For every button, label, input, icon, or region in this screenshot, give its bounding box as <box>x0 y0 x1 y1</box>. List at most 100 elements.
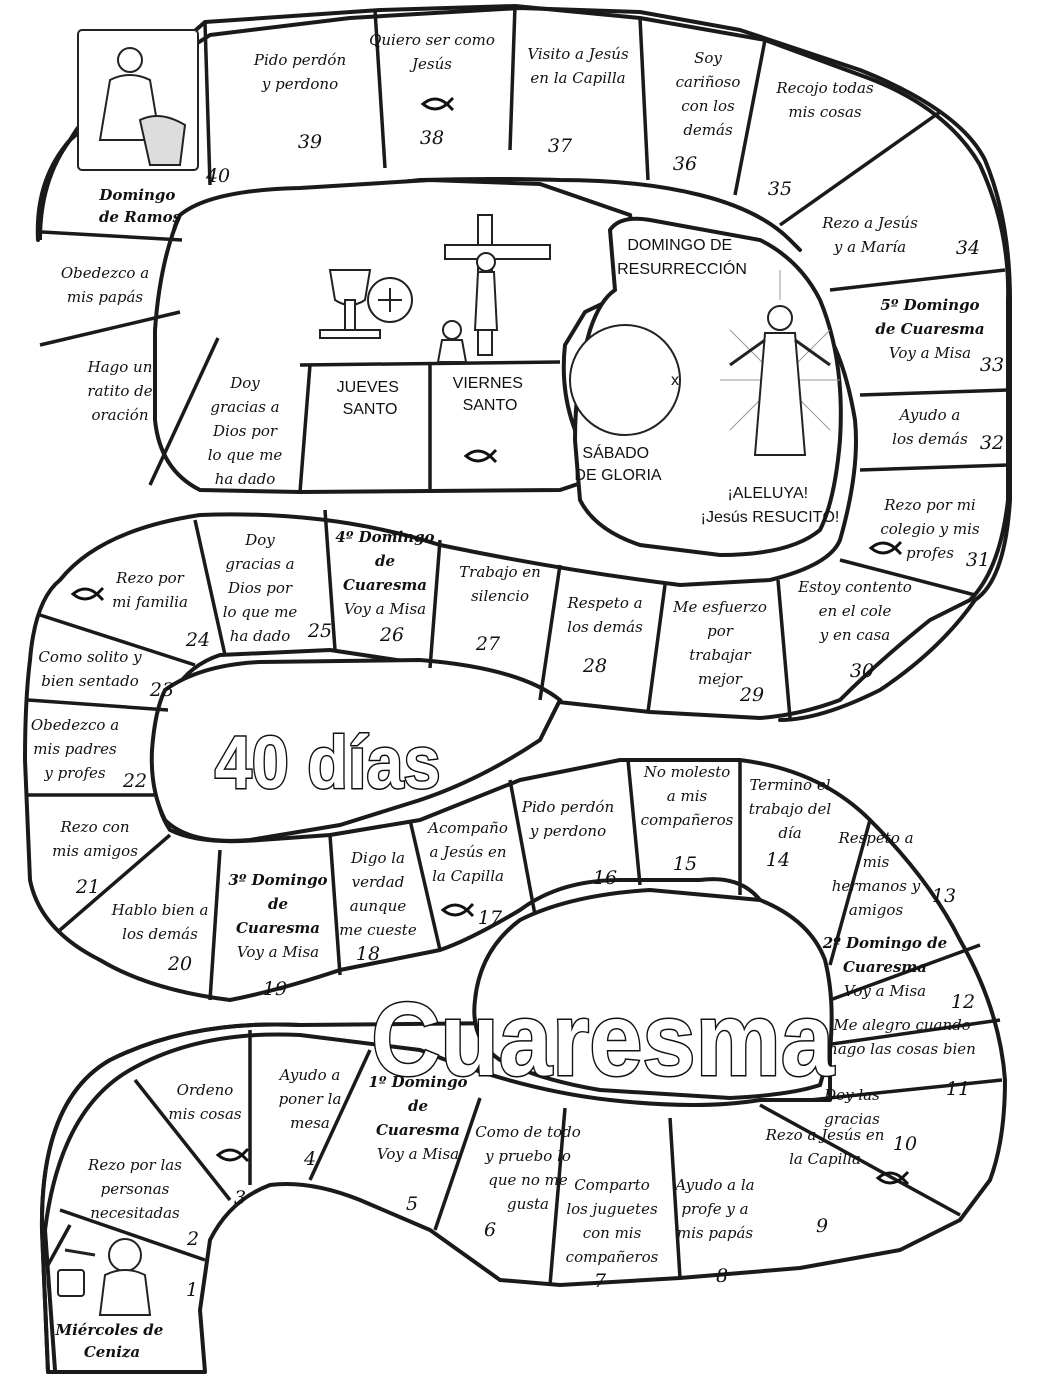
ash-wednesday-picture <box>57 1238 152 1316</box>
title-40-dias: 40 días <box>215 721 441 804</box>
cell-number: 19 <box>263 978 287 1000</box>
cell-number: 14 <box>766 849 790 871</box>
cell-number: 10 <box>893 1133 917 1155</box>
cell-number: 9 <box>816 1215 828 1237</box>
cell-number: 1 <box>186 1279 198 1301</box>
board-cell-1: 1 <box>186 1279 198 1301</box>
cell-number: 24 <box>185 629 210 651</box>
cell-number: 16 <box>593 867 617 889</box>
eucharist-picture <box>319 269 413 339</box>
cell-number: 39 <box>298 131 322 153</box>
sabado-gloria-label: SÁBADO DE GLORIA <box>574 443 661 484</box>
viernes-santo-label: VIERNES SANTO <box>453 375 528 414</box>
cell-number: 29 <box>739 684 764 706</box>
cell-number: 15 <box>673 853 697 875</box>
cell-number: 6 <box>484 1219 496 1241</box>
tomb-picture: x <box>569 324 681 436</box>
cell-number: 3 <box>234 1187 246 1209</box>
fish-icon <box>420 96 455 112</box>
aleluya-label: ¡ALELUYA! ¡Jesús RESUCITÓ! <box>701 485 840 526</box>
cell-number: 13 <box>932 885 956 907</box>
end-label: Domingo de Ramos <box>98 186 181 226</box>
cell-number: 26 <box>379 624 404 646</box>
cell-number: 37 <box>548 135 573 157</box>
cell-number: 20 <box>167 953 192 975</box>
cell-number: 30 <box>850 660 874 682</box>
cell-number: 5 <box>406 1193 418 1215</box>
fish-icon <box>868 540 903 556</box>
cell-number: 35 <box>768 178 792 200</box>
cell-number: 18 <box>356 943 380 965</box>
cell-number: 21 <box>75 876 100 898</box>
cell-number: 34 <box>956 237 980 259</box>
cell-number: 40 <box>205 165 230 187</box>
fish-icon <box>875 1170 910 1186</box>
cell-number: 7 <box>594 1270 607 1292</box>
palm-sunday-picture <box>77 29 199 171</box>
cell-number: 32 <box>980 432 1004 454</box>
cell-number: 11 <box>946 1078 970 1100</box>
domingo-resurreccion-label: DOMINGO DE RESURRECCIÓN <box>617 237 747 278</box>
svg-text:x: x <box>671 372 679 389</box>
jueves-santo-label: JUEVES SANTO <box>337 379 404 418</box>
cell-dividers <box>27 5 1009 1286</box>
cell-number: 4 <box>303 1148 316 1170</box>
cell-number: 36 <box>673 153 697 175</box>
cell-number: 25 <box>307 620 332 642</box>
cell-number: 17 <box>478 907 503 929</box>
